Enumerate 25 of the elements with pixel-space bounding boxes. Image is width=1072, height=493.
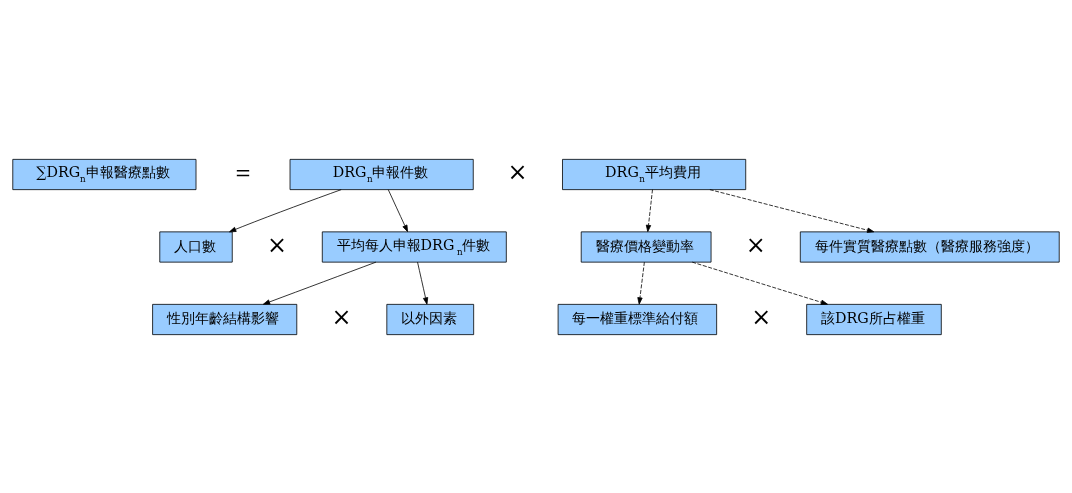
arrow [387, 188, 408, 232]
label: × [331, 302, 352, 331]
node-box: DRG$_{n}$申報件數 [289, 158, 474, 190]
node-box: 每件實質醫療點數（醫療服務強度） [799, 230, 1060, 263]
node-box: 該DRG所占權重 [806, 303, 942, 335]
label: × [266, 230, 287, 259]
node-box: 每一權重標準給付額 [557, 303, 718, 335]
node-box: 人口數 [159, 230, 233, 263]
node-box: DRG$_{n}$平均費用 [562, 158, 747, 190]
label: × [745, 230, 766, 259]
label: × [507, 157, 528, 186]
node-box: ∑DRG$_{n}$申報醫療點數 [12, 158, 197, 190]
arrow [417, 261, 429, 305]
label: ＝ [230, 157, 255, 186]
arrow [229, 188, 342, 232]
arrow [709, 188, 875, 233]
arrow [262, 261, 377, 305]
arrow [691, 261, 828, 305]
node-box: 性別年齡結構影響 [152, 303, 298, 335]
node-box: 醫療價格變動率 [580, 230, 712, 263]
arrow [637, 261, 645, 305]
label: × [751, 302, 772, 331]
node-box: 平均每人申報DRG$_{n}$件數 [321, 230, 507, 263]
arrow [645, 188, 653, 232]
node-box: 以外因素 [386, 303, 475, 335]
